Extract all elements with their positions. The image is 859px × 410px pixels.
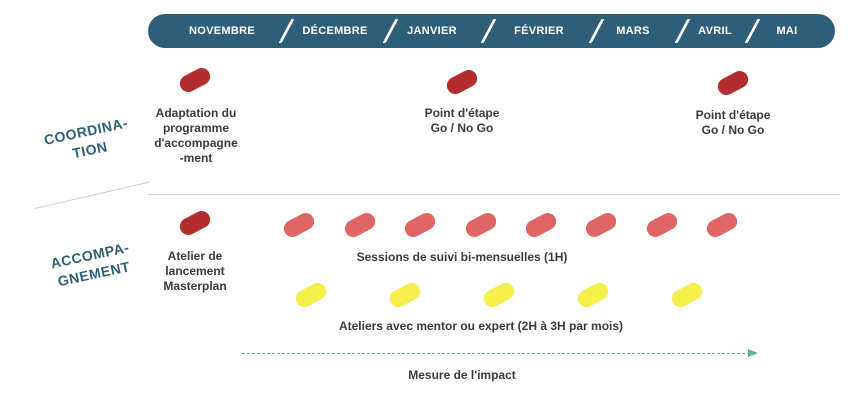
- month-avril: AVRIL: [698, 25, 732, 37]
- month-fevrier: FÉVRIER: [514, 25, 564, 37]
- milestone-adaptation-label: Adaptation du programme d'accompagne -me…: [154, 106, 238, 165]
- session-marker: [643, 209, 681, 241]
- milestone-marker: [176, 64, 214, 96]
- session-marker: [280, 209, 318, 241]
- timeline-bar: NOVEMBRE DÉCEMBRE JANVIER FÉVRIER MARS A…: [148, 14, 835, 48]
- session-marker: [703, 209, 741, 241]
- kickoff-label: Atelier de lancement Masterplan: [163, 249, 227, 293]
- milestone-go-nogo-label: Point d'étape Go / No Go: [695, 108, 771, 137]
- impact-label: Mesure de l'impact: [408, 368, 516, 382]
- atelier-marker: [480, 279, 518, 311]
- month-separator: [480, 19, 497, 43]
- impact-arrow-line: [242, 353, 750, 354]
- month-janvier: JANVIER: [407, 25, 457, 37]
- ateliers-label: Ateliers avec mentor ou expert (2H à 3H …: [338, 319, 624, 333]
- month-mars: MARS: [616, 25, 650, 37]
- atelier-marker: [574, 279, 612, 311]
- kickoff-marker: [176, 207, 214, 239]
- impact-arrow-head: [748, 349, 758, 357]
- session-marker: [341, 209, 379, 241]
- month-mai: MAI: [776, 25, 798, 37]
- month-separator: [744, 19, 761, 43]
- milestone-marker: [714, 67, 752, 99]
- section-label-accompagnement: ACCOMPA- GNEMENT: [49, 239, 132, 290]
- month-novembre: NOVEMBRE: [189, 25, 255, 37]
- month-separator: [382, 19, 399, 43]
- section-divider-slant: [34, 181, 151, 209]
- session-marker: [462, 209, 500, 241]
- session-marker: [401, 209, 439, 241]
- month-decembre: DÉCEMBRE: [302, 25, 368, 37]
- section-divider: [148, 194, 840, 195]
- month-separator: [674, 19, 691, 43]
- atelier-marker: [668, 279, 706, 311]
- month-separator: [588, 19, 605, 43]
- session-marker: [582, 209, 620, 241]
- session-marker: [522, 209, 560, 241]
- atelier-marker: [292, 279, 330, 311]
- milestone-marker: [443, 66, 481, 98]
- milestone-go-nogo-label: Point d'étape Go / No Go: [424, 106, 500, 135]
- section-label-coordination: COORDINA- TION: [42, 114, 130, 162]
- atelier-marker: [386, 279, 424, 311]
- sessions-label: Sessions de suivi bi-mensuelles (1H): [356, 250, 568, 264]
- month-separator: [278, 19, 295, 43]
